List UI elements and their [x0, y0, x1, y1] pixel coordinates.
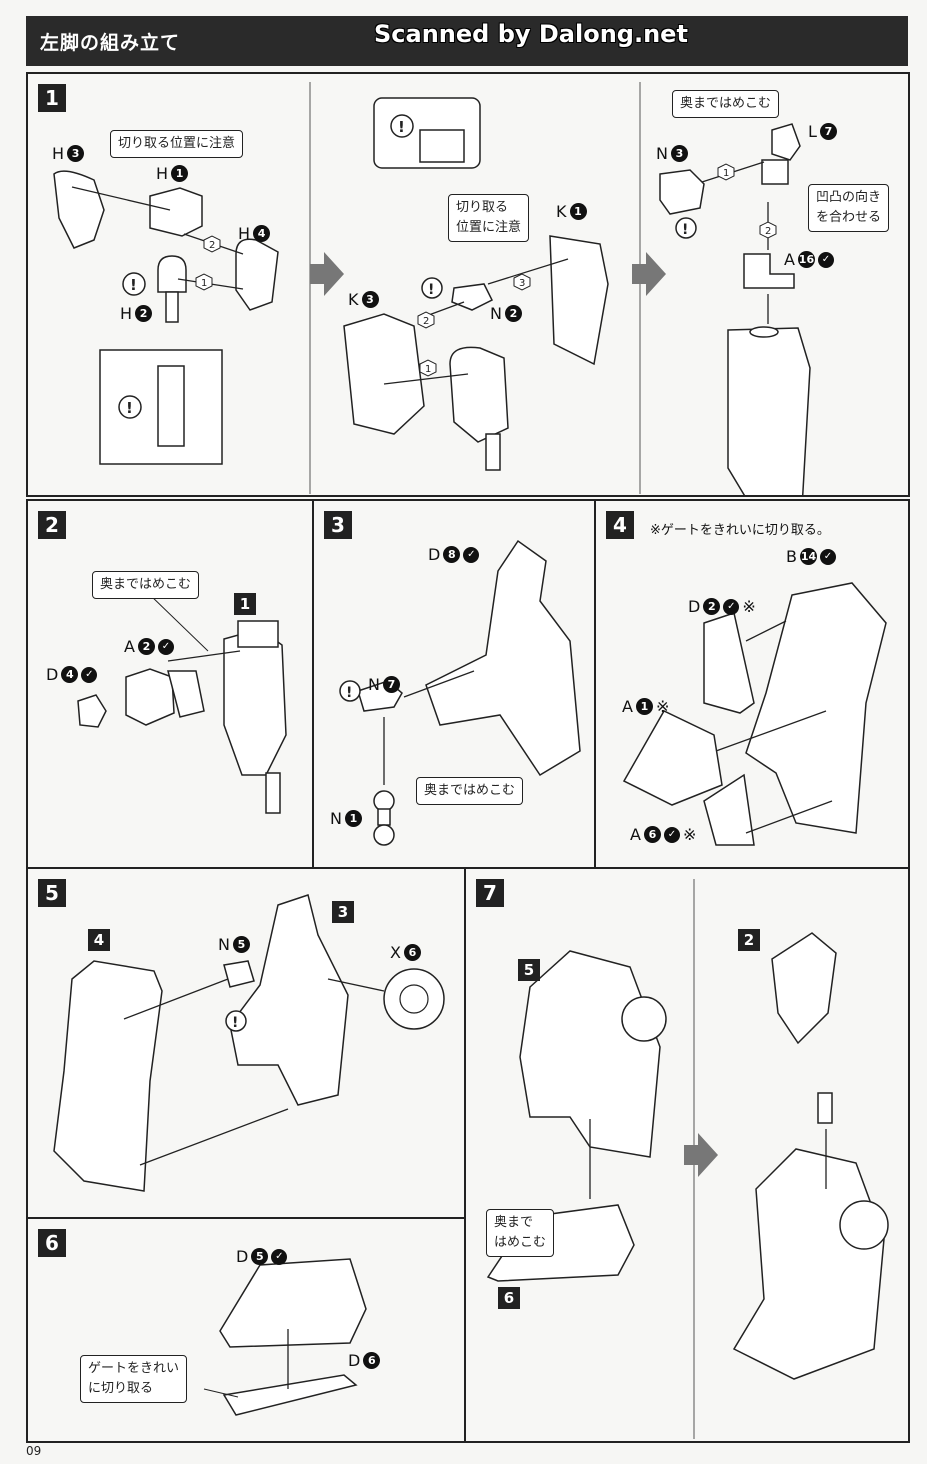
step-number: 2: [38, 511, 66, 539]
step-6-illustration: [203, 1258, 367, 1416]
callout-cut-position-b: 切り取る 位置に注意: [448, 194, 530, 242]
order-badge: 1: [201, 278, 207, 289]
callout-insert-fully: 奥まではめこむ: [92, 571, 200, 599]
ref-step-5: 5: [518, 959, 540, 981]
callout-line-2: に切り取る: [88, 1381, 154, 1396]
ref-step-4: 4: [88, 929, 110, 951]
step-4-note: ※ゲートをきれいに切り取る。: [650, 523, 830, 538]
step-number: 1: [38, 84, 66, 112]
callout-insert-fully: 奥まではめこむ: [672, 90, 780, 118]
ref-step-2: 2: [738, 929, 760, 951]
order-badge: 2: [765, 226, 771, 237]
callout-insert-fully: 奥まではめこむ: [416, 777, 524, 805]
step-number: 5: [38, 879, 66, 907]
callout-line-1: ゲートをきれい: [88, 1361, 180, 1376]
svg-text:!: !: [682, 222, 688, 238]
ref-step-3: 3: [332, 901, 354, 923]
callout-line-1: 凹凸の向き: [816, 190, 882, 205]
step-number: 3: [324, 511, 352, 539]
ref-step-6: 6: [498, 1287, 520, 1309]
callout-align-bumps: 凹凸の向き を合わせる: [808, 184, 890, 232]
callout-line-2: はめこむ: [494, 1235, 547, 1250]
callout-clean-gate: ゲートをきれい に切り取る: [80, 1355, 188, 1403]
step-7-panel: 7 5 6 2 奥まで はめこむ: [464, 867, 910, 1443]
step-number: 6: [38, 1229, 66, 1257]
step-2-illustration: [77, 592, 287, 814]
svg-text:!: !: [232, 1015, 238, 1031]
page-header: 左脚の組み立て Scanned by Dalong.net: [26, 16, 908, 66]
ref-step-1: 1: [234, 593, 256, 615]
callout-insert-fully: 奥まで はめこむ: [486, 1209, 555, 1257]
svg-text:!: !: [130, 276, 137, 294]
step-4-illustration: [622, 582, 887, 846]
callout-line-2: を合わせる: [816, 210, 882, 225]
callout-line-2: 位置に注意: [456, 220, 522, 235]
svg-text:!: !: [428, 282, 434, 298]
order-badge: 1: [723, 168, 729, 179]
svg-text:!: !: [398, 118, 405, 136]
callout-line-1: 奥まで: [494, 1215, 534, 1230]
step-3-illustration: !: [339, 539, 581, 846]
step-number: 4: [606, 511, 634, 539]
svg-text:!: !: [346, 685, 352, 701]
section-title: 左脚の組み立て: [40, 32, 181, 54]
order-badge: 2: [423, 316, 429, 327]
page-number: 09: [26, 1444, 42, 1458]
order-badge: 2: [209, 240, 215, 251]
svg-text:!: !: [126, 399, 133, 417]
step-7-illustration: [486, 879, 889, 1439]
step-1-panel: 1 ! ! ! !: [26, 72, 910, 497]
step-number: 7: [476, 879, 504, 907]
step-1-illustration: ! ! ! ! !: [53, 82, 811, 495]
callout-line-1: 切り取る: [456, 200, 509, 215]
order-badge: 3: [519, 278, 525, 289]
callout-cut-position: 切り取る位置に注意: [110, 130, 244, 158]
step-5-illustration: !: [53, 894, 445, 1192]
scan-watermark: Scanned by Dalong.net: [374, 20, 688, 48]
order-badge: 1: [425, 364, 431, 375]
